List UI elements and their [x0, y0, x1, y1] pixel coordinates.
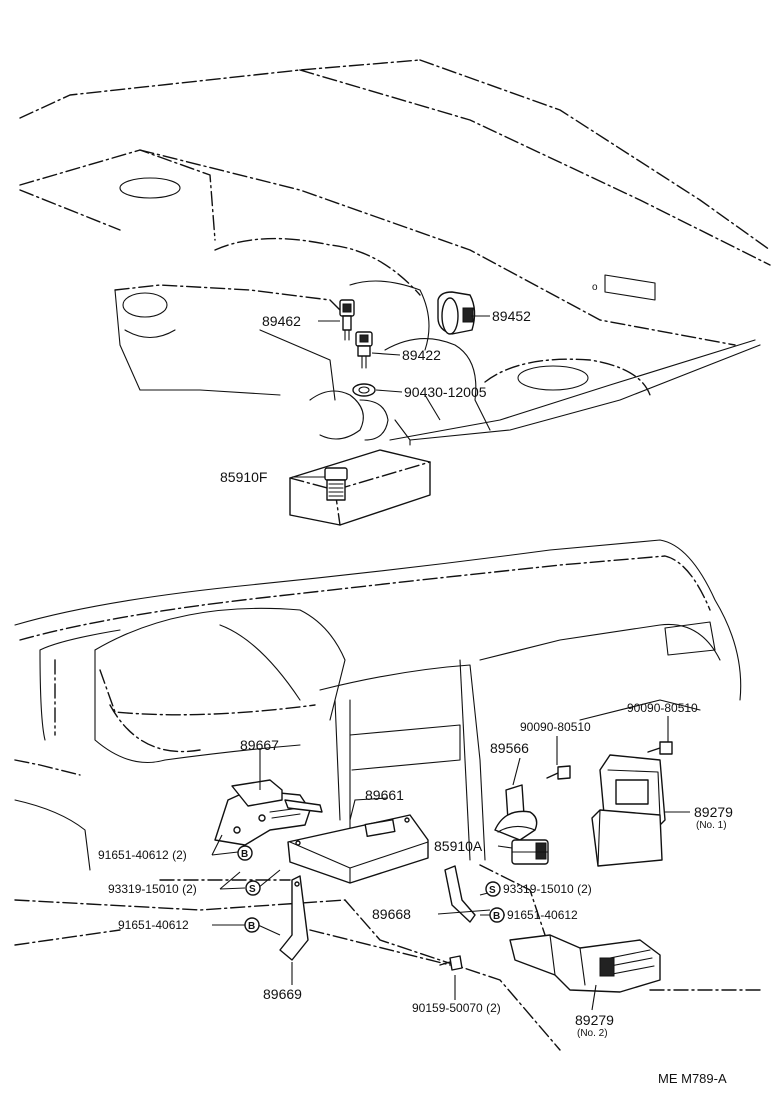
label-90090-right: 90090-80510 [627, 701, 698, 715]
sensor-89462-icon [339, 299, 355, 341]
sensor-89422-icon [355, 331, 373, 369]
bracket-89668-icon [444, 865, 476, 923]
label-89279-no2-note: (No. 2) [577, 1028, 608, 1039]
label-89422: 89422 [402, 347, 441, 363]
label-85910A: 85910A [434, 838, 483, 854]
label-89279-no1: 89279 [694, 804, 733, 820]
screw-90090-right-icon [647, 741, 673, 755]
label-85910F: 85910F [220, 469, 267, 485]
screw-symbol-1-text: S [249, 884, 256, 895]
label-90430: 90430-12005 [404, 384, 487, 400]
horn-89452-icon [437, 291, 476, 335]
module-89279-no2-icon [509, 934, 661, 993]
label-89279-no1-note: (No. 1) [696, 820, 727, 831]
label-89668: 89668 [372, 906, 411, 922]
sensor-89566-icon [494, 784, 538, 841]
bolt-symbol-1-text: B [241, 849, 248, 860]
label-89452: 89452 [492, 308, 531, 324]
ecu-89661-icon [287, 814, 429, 884]
bolt-symbol-3-text: B [493, 911, 500, 922]
screw-90090-left-icon [546, 765, 571, 780]
label-89462: 89462 [262, 313, 301, 329]
label-89667: 89667 [240, 737, 279, 753]
diagram-code: ME M789-A [658, 1071, 727, 1086]
label-91651-b: 91651-40612 [118, 918, 189, 932]
screw-90159-icon [439, 955, 463, 971]
label-89566: 89566 [490, 740, 529, 756]
sensor-85910A-icon [511, 839, 549, 865]
label-91651-a: 91651-40612 (2) [98, 848, 187, 862]
gasket-90430-icon [352, 383, 376, 397]
label-89669: 89669 [263, 986, 302, 1002]
bracket-89669-icon [279, 875, 309, 961]
bolt-symbol-2-text: B [248, 921, 255, 932]
screw-symbol-1: S [245, 880, 261, 896]
screw-symbol-2-text: S [489, 885, 496, 896]
bolt-symbol-1: B [237, 845, 253, 861]
module-89279-no1-icon [591, 754, 666, 867]
sensor-85910F-icon [324, 467, 348, 501]
label-89661: 89661 [365, 787, 404, 803]
bolt-symbol-3: B [489, 907, 505, 923]
bolt-symbol-2: B [244, 917, 260, 933]
label-93319-a: 93319-15010 (2) [108, 882, 197, 896]
dashboard-outline [14, 539, 761, 1051]
label-91651-c: 91651-40612 [507, 908, 578, 922]
label-89279-no2: 89279 [575, 1012, 614, 1028]
engine-compartment-outline: o [19, 59, 771, 526]
relay-89667-icon [214, 779, 323, 846]
label-90090-left: 90090-80510 [520, 720, 591, 734]
label-90159: 90159-50070 (2) [412, 1001, 501, 1015]
screw-symbol-2: S [485, 881, 501, 897]
label-93319-b: 93319-15010 (2) [503, 882, 592, 896]
svg-text:o: o [592, 282, 598, 293]
